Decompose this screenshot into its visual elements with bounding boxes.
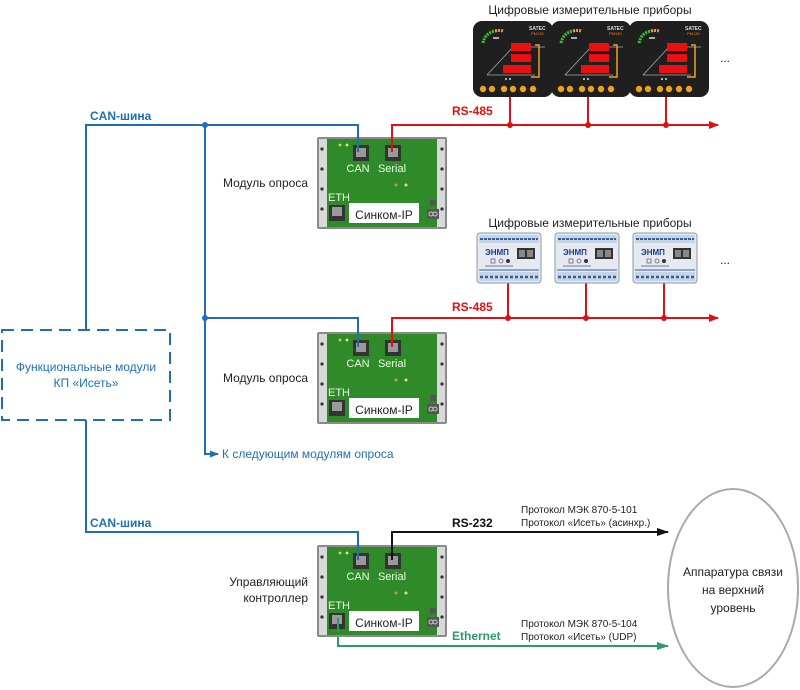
satec-meter (471, 19, 555, 99)
functional-modules-line1: Функциональные модули (16, 360, 156, 374)
satec-meter (627, 19, 711, 99)
rs485-junctions-1 (507, 122, 669, 128)
upper-level-line2: на верхний (702, 583, 764, 597)
upper-level-line3: уровень (710, 601, 755, 615)
rs485-label-1: RS-485 (452, 104, 493, 118)
ethernet-protocol-2: Протокол «Исеть» (UDP) (521, 632, 636, 643)
polling-module-title-1: Модуль опроса (223, 176, 308, 190)
rs232-protocol-1: Протокол МЭК 870-5-101 (521, 505, 638, 516)
can-bus-junctions (202, 122, 208, 321)
can-port-label: CAN (346, 163, 369, 175)
functional-modules-line2: КП «Исеть» (54, 376, 119, 390)
rs232-label: RS-232 (452, 516, 493, 530)
controller-title-line1: Управляющий (229, 575, 308, 589)
can-bus-label-top: CAN-шина (90, 109, 152, 123)
functional-modules-box (1, 329, 171, 421)
devices-title-2: Цифровые измерительные приборы (488, 216, 691, 230)
name-plate: Синком-IP (355, 616, 413, 630)
ellipsis-1: ... (720, 51, 730, 65)
enmv-device (631, 231, 699, 285)
upper-level-equipment (667, 488, 799, 688)
next-modules-label: К следующим модулям опроса (222, 447, 394, 461)
upper-level-line1: Аппаратура связи (683, 565, 783, 579)
devices-title-1: Цифровые измерительные приборы (488, 3, 691, 17)
ethernet-protocol-1: Протокол МЭК 870-5-104 (521, 619, 638, 630)
can-port-label: CAN (346, 571, 369, 583)
satec-meter (549, 19, 633, 99)
eth-port-label: ETH (328, 600, 350, 612)
serial-port-label: Serial (378, 163, 406, 175)
rs232-protocol-2: Протокол «Исеть» (асинхр.) (521, 518, 650, 529)
can-port-label: CAN (346, 358, 369, 370)
serial-port-label: Serial (378, 571, 406, 583)
name-plate: Синком-IP (355, 208, 413, 222)
enmv-device (553, 231, 621, 285)
polling-module-title-2: Модуль опроса (223, 371, 308, 385)
eth-port-label: ETH (328, 192, 350, 204)
enmv-device (475, 231, 543, 285)
rs485-label-2: RS-485 (452, 300, 493, 314)
rs485-junctions-2 (505, 315, 667, 321)
name-plate: Синком-IP (355, 403, 413, 417)
serial-port-label: Serial (378, 358, 406, 370)
can-bus-label-bottom: CAN-шина (90, 516, 152, 530)
controller-title-line2: контроллер (243, 591, 308, 605)
ellipsis-2: ... (720, 253, 730, 267)
eth-port-label: ETH (328, 387, 350, 399)
ethernet-label: Ethernet (452, 629, 501, 643)
